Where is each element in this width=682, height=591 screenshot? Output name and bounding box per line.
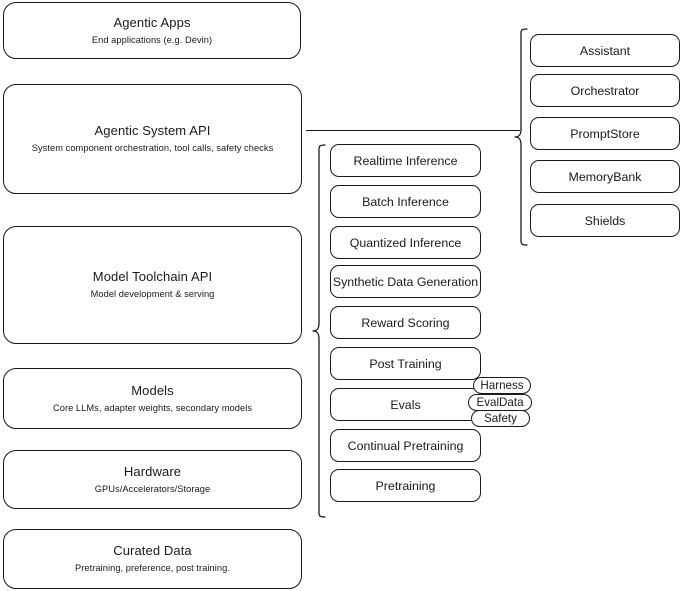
agentic-item-assistant[interactable]: Assistant xyxy=(530,34,680,67)
toolchain-item-synthetic-data-generation[interactable]: Synthetic Data Generation xyxy=(330,265,481,298)
eval-pill-harness[interactable]: Harness xyxy=(473,377,531,394)
layer-title: Agentic System API xyxy=(94,123,211,139)
eval-pill-evaldata[interactable]: EvalData xyxy=(468,394,532,411)
layer-title: Model Toolchain API xyxy=(92,269,213,285)
layer-box-model-toolchain-api[interactable]: Model Toolchain API Model development & s… xyxy=(3,226,302,344)
layer-box-agentic-system-api[interactable]: Agentic System API System component orche… xyxy=(3,84,302,194)
layer-subtitle: Core LLMs, adapter weights, secondary mo… xyxy=(52,402,253,413)
layer-title: Models xyxy=(131,382,174,398)
toolchain-item-post-training[interactable]: Post Training xyxy=(330,347,481,380)
agentic-item-shields[interactable]: Shields xyxy=(530,204,680,237)
toolchain-item-pretraining[interactable]: Pretraining xyxy=(330,469,481,502)
layer-title: Curated Data xyxy=(113,543,192,559)
toolchain-brace xyxy=(312,144,326,518)
toolchain-item-batch-inference[interactable]: Batch Inference xyxy=(330,185,481,218)
toolchain-item-reward-scoring[interactable]: Reward Scoring xyxy=(330,306,481,339)
layer-subtitle: End applications (e.g. Devin) xyxy=(91,34,213,45)
agentic-system-brace xyxy=(514,28,528,246)
toolchain-item-realtime-inference[interactable]: Realtime Inference xyxy=(330,144,481,177)
agentic-item-memorybank[interactable]: MemoryBank xyxy=(530,160,680,193)
toolchain-item-evals[interactable]: Evals xyxy=(330,388,481,421)
layer-subtitle: System component orchestration, tool cal… xyxy=(31,143,274,154)
layer-title: Hardware xyxy=(123,463,182,479)
layer-subtitle: Model development & serving xyxy=(90,289,215,300)
toolchain-item-continual-pretraining[interactable]: Continual Pretraining xyxy=(330,429,481,462)
agentic-item-orchestrator[interactable]: Orchestrator xyxy=(530,74,680,107)
layer-subtitle: Pretraining, preference, post training. xyxy=(75,563,230,574)
agentic-system-api-to-braces xyxy=(306,130,520,132)
layer-subtitle: GPUs/Accelerators/Storage xyxy=(94,483,211,494)
eval-pill-safety[interactable]: Safety xyxy=(471,410,530,427)
layer-title: Agentic Apps xyxy=(113,14,191,30)
toolchain-item-quantized-inference[interactable]: Quantized Inference xyxy=(330,226,481,259)
agentic-item-promptstore[interactable]: PromptStore xyxy=(530,117,680,150)
